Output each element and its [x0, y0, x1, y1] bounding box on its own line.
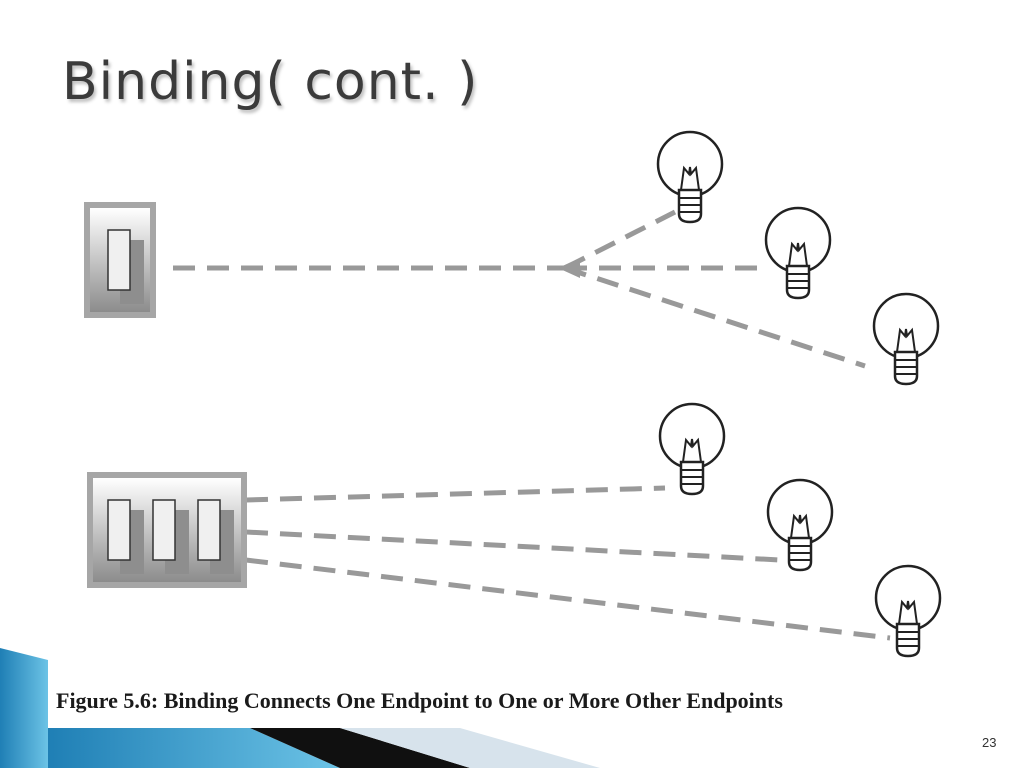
- connector-to-bulb-1: [563, 209, 677, 271]
- lightbulb-icon: [658, 402, 726, 496]
- bottom-connectors: [245, 485, 891, 641]
- connector-to-bulb-5: [245, 529, 781, 563]
- connector-to-bulb-4: [245, 485, 666, 503]
- top-connectors: [173, 209, 866, 369]
- page-number: 23: [982, 735, 997, 750]
- lightbulb-icon: [872, 292, 940, 386]
- triple-switch-icon: [87, 472, 247, 588]
- footer-decoration: [0, 648, 600, 768]
- figure-caption: Figure 5.6: Binding Connects One Endpoin…: [56, 688, 783, 713]
- connector-to-bulb-6: [245, 557, 891, 641]
- single-switch-icon: [84, 202, 156, 318]
- lightbulb-icon: [764, 206, 832, 300]
- lightbulb-icon: [656, 130, 724, 224]
- lightbulb-icon: [874, 564, 942, 658]
- connector-to-bulb-3: [564, 265, 866, 369]
- page-title: Binding( cont. ): [62, 52, 479, 112]
- lightbulb-icon: [766, 478, 834, 572]
- branch-point: [558, 258, 580, 278]
